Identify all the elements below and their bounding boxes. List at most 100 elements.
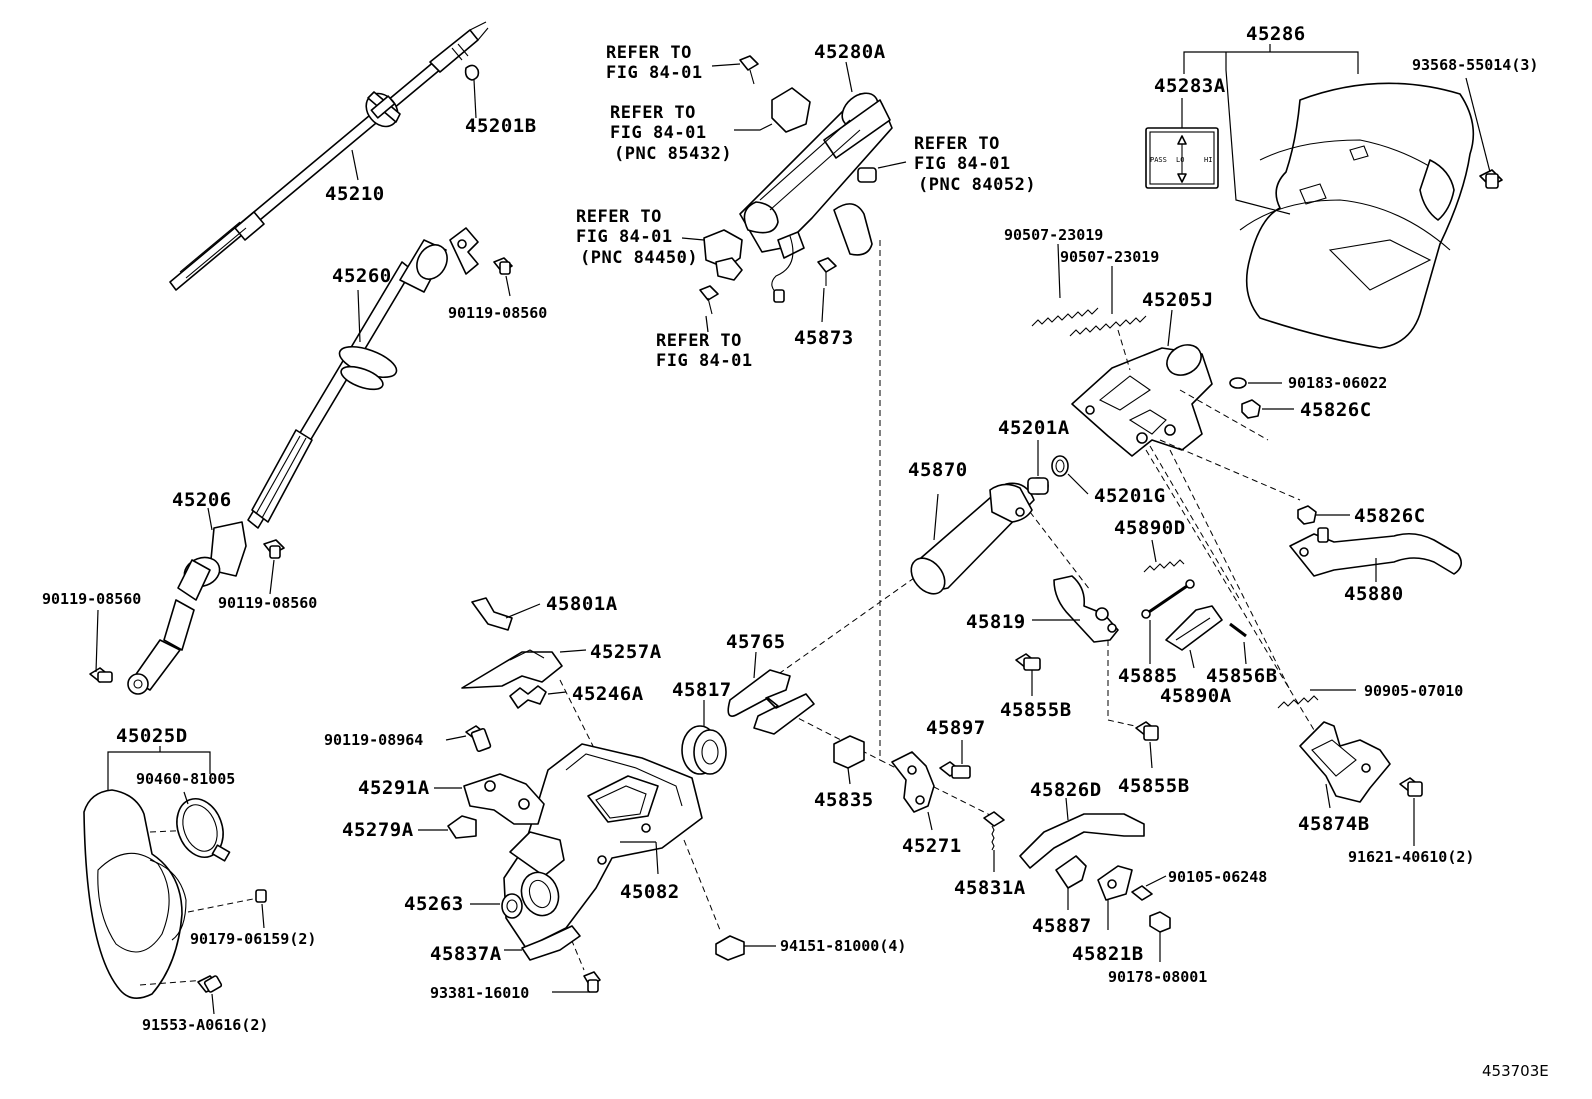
springs-90507-23019 [1031, 243, 1147, 371]
diagram-code: 453703E [1482, 1062, 1549, 1080]
lever-45826D [1019, 797, 1145, 869]
label-45856B: 45856B [1206, 665, 1278, 687]
label-90179-06159: 90179-06159(2) [190, 930, 316, 948]
intermediate-shaft-45260 [247, 227, 479, 529]
spring-45890D [1143, 539, 1185, 573]
label-45291A: 45291A [358, 777, 430, 799]
switch-ref-fig84-pnc84450 [681, 229, 743, 281]
label-45082: 45082 [620, 881, 680, 903]
bracket-45837A [504, 925, 581, 961]
label-90178-08001: 90178-08001 [1108, 968, 1207, 986]
label-45260: 45260 [332, 265, 392, 287]
label-ref3-c: (PNC 84052) [918, 175, 1036, 195]
gear-45817 [681, 700, 727, 775]
bolt-90119-08560-c [89, 609, 113, 683]
plate-45821B [1097, 865, 1133, 930]
label-ref4-a: REFER TO [576, 207, 662, 227]
label-45201G: 45201G [1094, 485, 1166, 507]
label-45205J: 45205J [1142, 289, 1214, 311]
label-91553-A0616: 91553-A0616(2) [142, 1016, 268, 1034]
label-45821B: 45821B [1072, 943, 1144, 965]
label-ref4-c: (PNC 84450) [580, 248, 698, 268]
tube-45870 [910, 482, 1035, 595]
screw-93381-16010 [552, 971, 601, 993]
assembly-dash-lines [559, 240, 1321, 971]
clip-94151-81000 [715, 935, 776, 961]
lock-housing-45280A [739, 61, 893, 303]
spacer-45279A [418, 815, 477, 839]
plate-45887 [1055, 855, 1087, 910]
label-ref2-a: REFER TO [610, 103, 696, 123]
bolt-90119-08560-a [493, 257, 513, 297]
label-90119-08560-a: 90119-08560 [448, 304, 547, 322]
emblem-label-lo: LO [1176, 156, 1184, 164]
screw-ref-fig84-bottom [699, 285, 719, 333]
nut-45826C-b [1297, 505, 1350, 525]
nut-90178-08001 [1149, 911, 1171, 962]
label-45257A: 45257A [590, 641, 662, 663]
label-45201B: 45201B [465, 115, 537, 137]
bolt-91553-A0616 [197, 975, 223, 1015]
emblem-label-pass: PASS [1150, 156, 1167, 164]
label-45826C-a: 45826C [1300, 399, 1372, 421]
stopper-45835 [833, 735, 865, 785]
label-94151-81000: 94151-81000(4) [780, 937, 906, 955]
label-45817: 45817 [672, 679, 732, 701]
label-45201A: 45201A [998, 417, 1070, 439]
spring-45201G [1051, 455, 1089, 495]
label-45855B-b: 45855B [1118, 775, 1190, 797]
bolt-45897 [939, 740, 971, 779]
tilt-bracket-45205J [1071, 309, 1213, 457]
bracket-45257A [461, 649, 587, 689]
bracket-45874B [1299, 721, 1391, 809]
label-ref1-b: FIG 84-01 [606, 63, 703, 83]
label-45890D: 45890D [1114, 517, 1186, 539]
label-45831A: 45831A [954, 877, 1026, 899]
label-90507-23019-a: 90507-23019 [1004, 226, 1103, 244]
label-45837A: 45837A [430, 943, 502, 965]
bolt-91621-40610 [1399, 777, 1423, 846]
label-ref3-a: REFER TO [914, 134, 1000, 154]
label-45025D: 45025D [116, 725, 188, 747]
label-45280A: 45280A [814, 41, 886, 63]
washer-90183-06022 [1229, 377, 1282, 389]
label-90105-06248: 90105-06248 [1168, 868, 1267, 886]
label-93381-16010: 93381-16010 [430, 984, 529, 1002]
lower-shaft-45206 [127, 507, 247, 695]
switch-ref-fig84-pnc84052 [857, 161, 907, 183]
label-45206: 45206 [172, 489, 232, 511]
label-90460-81005: 90460-81005 [136, 770, 235, 788]
label-90905-07010: 90905-07010 [1364, 682, 1463, 700]
bolt-45855B-b [1135, 721, 1159, 769]
label-45897: 45897 [926, 717, 986, 739]
washer-45263 [470, 893, 523, 919]
adjuster-45831A [983, 811, 1005, 872]
label-45826C-b: 45826C [1354, 505, 1426, 527]
main-shaft-45210 [169, 21, 489, 291]
label-45279A: 45279A [342, 819, 414, 841]
label-93568-55014: 93568-55014(3) [1412, 56, 1538, 74]
emblem-45283A: PASS LO HI [1145, 98, 1219, 189]
label-45286: 45286 [1246, 23, 1306, 45]
spring-90905-07010 [1277, 689, 1356, 709]
label-ref4-b: FIG 84-01 [576, 227, 673, 247]
plate-45291A [434, 773, 545, 825]
label-ref1-a: REFER TO [606, 43, 692, 63]
plate-45890A [1165, 605, 1223, 669]
label-90507-23019-b: 90507-23019 [1060, 248, 1159, 266]
bolt-90119-08560-b [263, 539, 285, 595]
label-91621-40610: 91621-40610(2) [1348, 848, 1474, 866]
lever-45880 [1289, 527, 1462, 582]
label-45826D: 45826D [1030, 779, 1102, 801]
column-boot-45025D [83, 789, 259, 999]
label-45819: 45819 [966, 611, 1026, 633]
bracket-45765 [727, 651, 815, 735]
label-45885: 45885 [1118, 665, 1178, 687]
label-90183-06022: 90183-06022 [1288, 374, 1387, 392]
label-45271: 45271 [902, 835, 962, 857]
label-45210: 45210 [325, 183, 385, 205]
label-45890A: 45890A [1160, 685, 1232, 707]
label-45880: 45880 [1344, 583, 1404, 605]
bracket-lines-45025D [107, 746, 211, 805]
label-45874B: 45874B [1298, 813, 1370, 835]
